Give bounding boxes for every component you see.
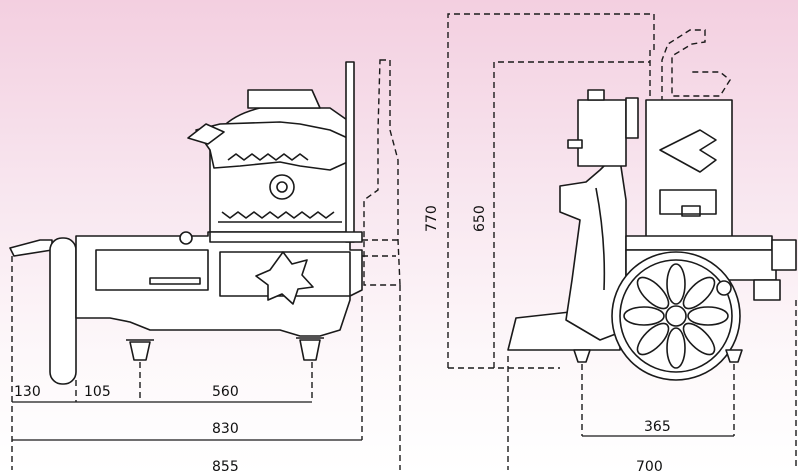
dim-650: 650 (472, 205, 488, 232)
blade-lever (187, 123, 225, 145)
crank-handle (9, 239, 53, 257)
top-knob (567, 139, 583, 149)
dim-770: 770 (424, 205, 440, 232)
star-knob (255, 251, 314, 305)
flywheel-side (49, 237, 77, 385)
dashed-extension (363, 59, 401, 286)
cage (645, 99, 733, 241)
cage-window (659, 189, 717, 215)
dim-830: 830 (212, 421, 239, 437)
teeth-upper (227, 153, 309, 161)
foot-left (129, 341, 151, 361)
cage-slot (681, 205, 701, 217)
flywheel-handle (716, 280, 732, 296)
top-side (625, 97, 639, 139)
flywheel-petals (623, 263, 729, 369)
tray-knob (179, 231, 193, 245)
post (345, 61, 355, 243)
cage-lever (659, 129, 717, 173)
flywheel-rim (619, 259, 733, 373)
blade-hub-center (276, 181, 288, 193)
front-view-extensions (507, 300, 797, 470)
flywheel (611, 251, 741, 381)
tray (209, 231, 363, 243)
side-view-extensions (11, 256, 401, 470)
envelope-650 (493, 61, 650, 368)
dim-560: 560 (212, 384, 239, 400)
dim-855: 855 (212, 459, 239, 473)
table-bracket (753, 279, 781, 301)
column-curve (595, 187, 606, 291)
table-top (625, 235, 773, 251)
side-view-dimension-lines (12, 401, 362, 441)
carriage-housing (219, 251, 351, 297)
blade-hub (269, 174, 295, 200)
front-view-machine (447, 13, 797, 381)
side-view-machine (9, 59, 401, 385)
top-cap (587, 89, 605, 101)
top-block (577, 99, 627, 167)
blade-top (247, 89, 321, 109)
base-body (75, 231, 363, 337)
table-arm (771, 239, 797, 271)
base-panel (95, 249, 209, 291)
sharpener-arm (195, 121, 353, 171)
dim-105: 105 (84, 384, 111, 400)
slot (149, 277, 201, 285)
dim-700: 700 (636, 459, 663, 473)
teeth-lower (221, 211, 335, 219)
foot-right (299, 339, 321, 361)
dim-130: 130 (14, 384, 41, 400)
dim-365: 365 (644, 419, 671, 435)
front-foot-right (725, 349, 743, 363)
front-foot-left (573, 349, 591, 363)
flywheel-hub (665, 305, 687, 327)
